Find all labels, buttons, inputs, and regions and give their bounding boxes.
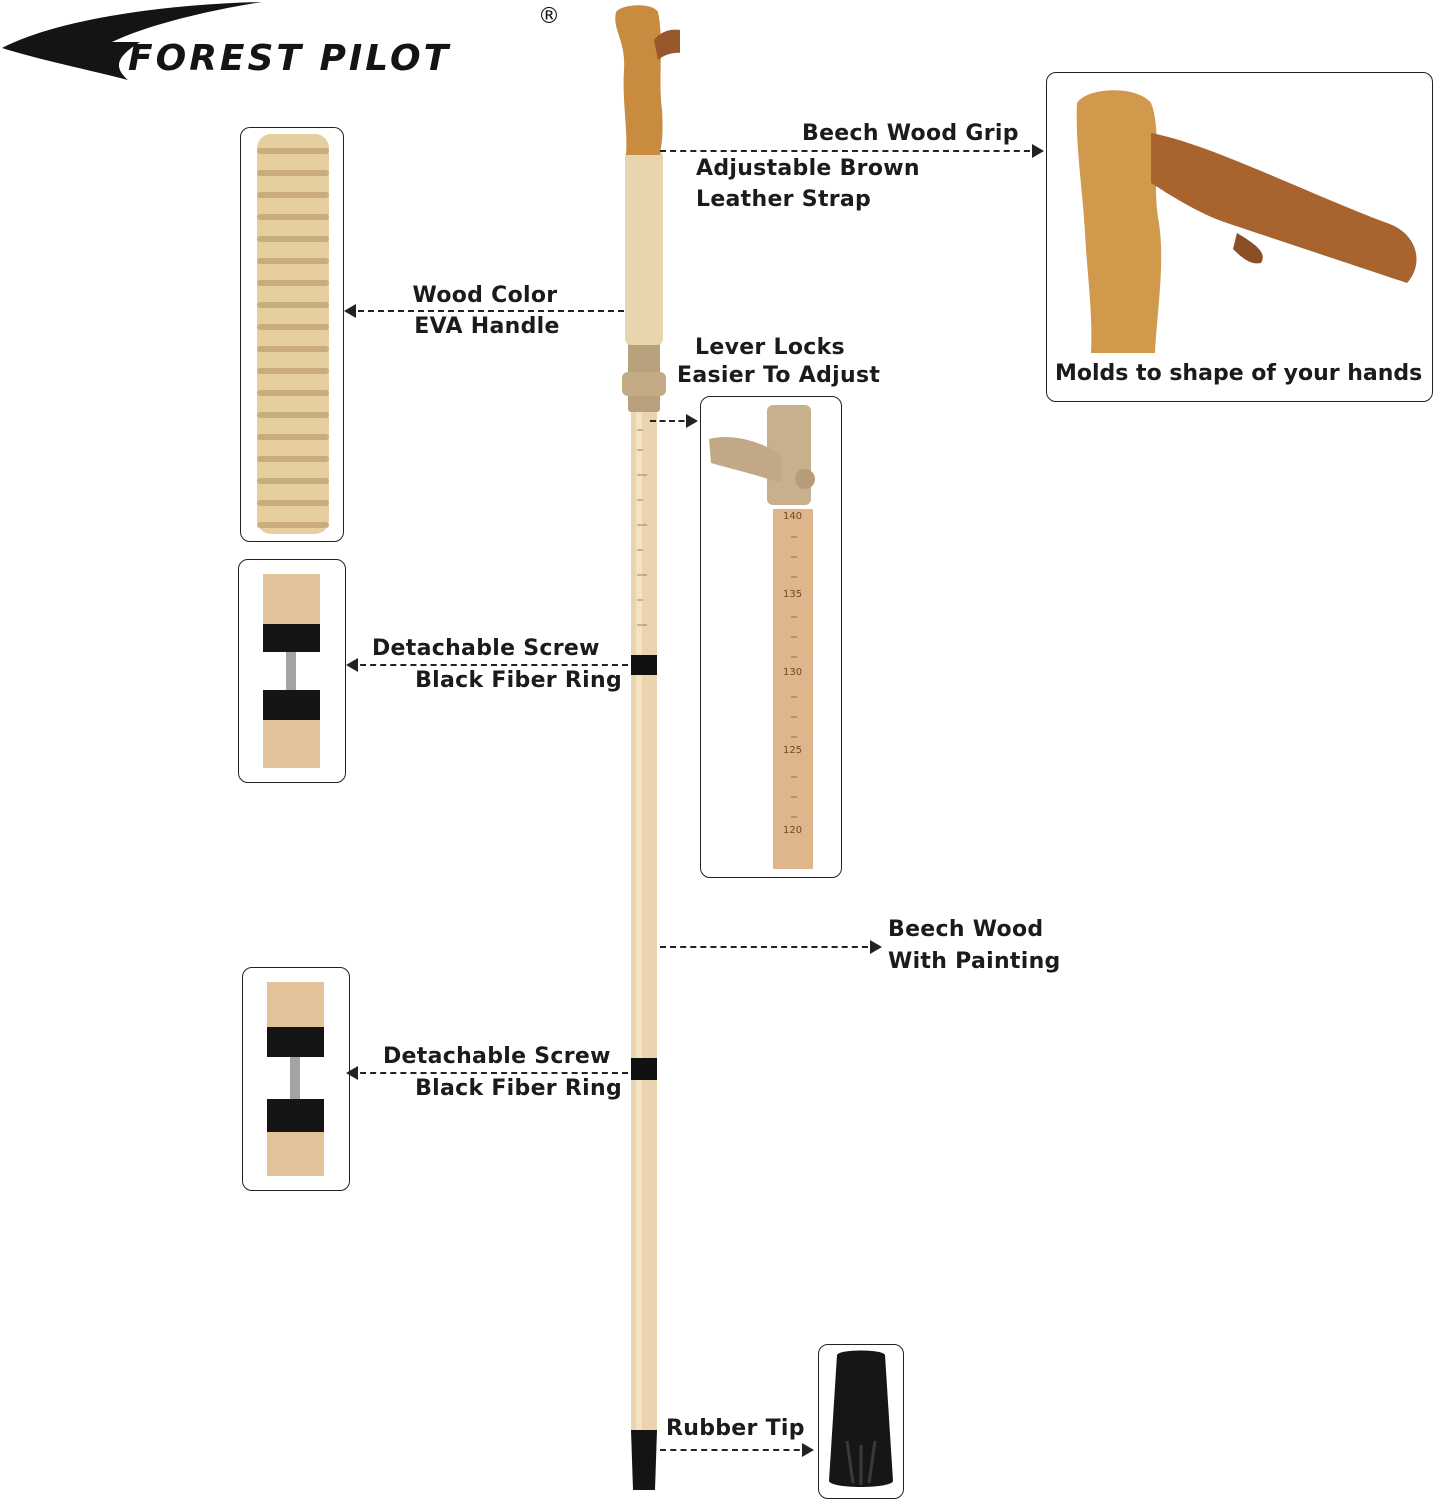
arrow-to-tip-detail [660,1443,814,1457]
eva-label-line1: Wood Color [412,283,558,308]
scale-tick-120: 120 [783,825,803,836]
brand-name: FOREST PILOT [128,38,452,79]
lever-label-line1: Lever Locks [695,335,845,360]
screw2-label-line1: Detachable Screw [383,1044,611,1069]
registered-mark: ® [538,4,560,29]
brand-logo: FOREST PILOT ® [0,0,580,95]
eva-label-line2: EVA Handle [414,314,560,339]
rubber-tip-detail [818,1344,904,1499]
arrow-to-shaft-label [660,940,882,954]
lever-lock-detail: 140 135 130 125 120 [700,396,842,878]
arrow-to-grip-detail [660,144,1044,158]
shaft-label-line1: Beech Wood [888,917,1044,942]
screw-joint-detail-1 [238,559,346,783]
arrow-to-screw2-detail [346,1066,628,1080]
grip-detail: Molds to shape of your hands [1046,72,1433,402]
screw2-label-line2: Black Fiber Ring [415,1076,622,1101]
scale-tick-130: 130 [783,667,803,678]
grip-detail-caption: Molds to shape of your hands [1055,361,1423,386]
strap-label-line1: Adjustable Brown [696,156,920,181]
scale-tick-125: 125 [783,745,803,756]
strap-label-line2: Leather Strap [696,187,872,212]
trekking-pole [600,0,680,1500]
shaft-label-line2: With Painting [888,949,1061,974]
beech-wood-grip-label: Beech Wood Grip [802,121,1019,146]
arrow-to-eva-detail [344,304,624,318]
rubber-tip-label: Rubber Tip [666,1416,805,1441]
scale-tick-135: 135 [783,589,803,600]
lever-label-line2: Easier To Adjust [677,363,881,388]
screw1-label-line1: Detachable Screw [372,636,600,661]
screw-joint-detail-2 [242,967,350,1191]
scale-markings [635,420,655,650]
scale-tick-140: 140 [783,511,803,522]
eva-handle-detail [240,127,344,542]
arrow-to-lever-detail [650,414,698,428]
arrow-to-screw1-detail [346,658,628,672]
screw1-label-line2: Black Fiber Ring [415,668,622,693]
